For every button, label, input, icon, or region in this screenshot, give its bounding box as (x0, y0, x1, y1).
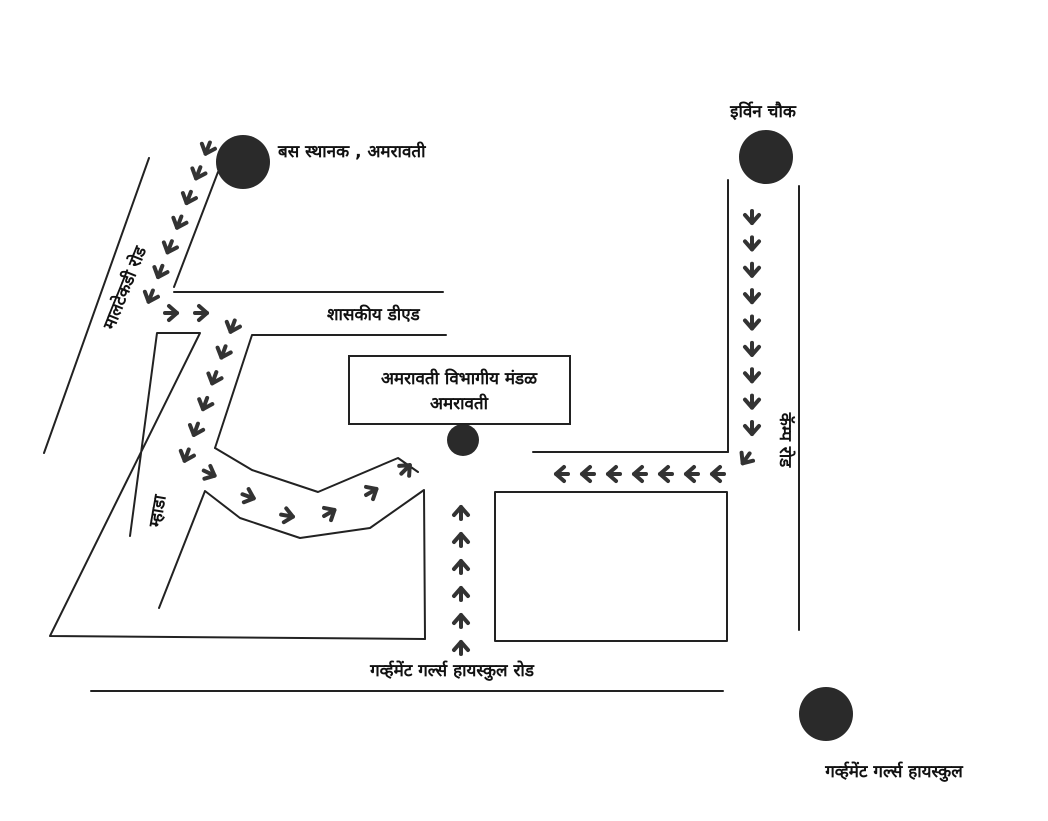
route-arrow-southwest (212, 341, 235, 362)
route-arrow-maltekdi (178, 187, 200, 208)
mhada-label: म्हाडा (145, 493, 171, 530)
road-lines (43, 157, 800, 692)
route-arrow-camp-road (743, 340, 761, 357)
mhada-curve-upper (214, 447, 419, 493)
southeast-block-outline (494, 491, 728, 642)
route-arrow-southwest (222, 316, 244, 337)
route-arrow-southwest (176, 445, 198, 466)
route-arrow-maltekdi (168, 212, 190, 233)
route-arrow-north (452, 586, 470, 602)
route-arrow-mhada-curve (198, 462, 220, 485)
govt-girls-school-label: गर्व्हमेंट गर्ल्स हायस्कुल (824, 761, 964, 782)
camp-road-label: कॅम्प रोड (775, 412, 796, 468)
route-arrow-maltekdi (140, 286, 162, 307)
route-arrow-southwest (203, 367, 225, 388)
route-arrow-camp-road (743, 235, 761, 252)
girls-school-road-label: गर्व्हमेंट गर्ल्स हायस्कुल रोड (369, 660, 535, 681)
maltekdi-road-outer-edge (43, 157, 150, 454)
route-arrow-north (452, 532, 470, 548)
route-arrow-west (554, 465, 570, 483)
route-arrow-maltekdi (197, 138, 219, 159)
divisional-board-marker[interactable] (447, 424, 479, 456)
govt-girls-school-marker[interactable] (799, 687, 853, 741)
route-arrow-maltekdi (159, 236, 181, 257)
divisional-board-label-line2: अमरावती (430, 393, 489, 414)
route-arrow-east-turn (163, 304, 179, 322)
route-arrow-west (658, 465, 674, 483)
route-arrow-camp-road (743, 261, 761, 278)
route-arrow-camp-turn (734, 447, 758, 470)
route-arrow-north (452, 505, 470, 521)
route-arrow-west (684, 465, 700, 483)
route-arrow-southwest (194, 393, 216, 414)
divisional-board-label-line1: अमरावती विभागीय मंडळ (381, 368, 538, 389)
irwin-chowk-marker[interactable] (739, 130, 793, 184)
route-arrow-camp-road (743, 393, 761, 410)
divisional-board-box (348, 355, 571, 425)
bus-stand-marker[interactable] (216, 135, 270, 189)
route-arrow-west (632, 465, 648, 483)
ded-road-lower-edge (214, 334, 447, 449)
route-arrow-west (606, 465, 622, 483)
route-arrow-maltekdi (187, 162, 209, 183)
maltekdi-road-label: मालटेकडी रोड (98, 243, 151, 334)
route-arrow-mhada-curve (238, 485, 259, 507)
route-arrow-east-turn (193, 304, 209, 322)
route-arrow-southwest (185, 419, 207, 440)
route-arrow-mhada-curve (360, 480, 382, 504)
route-arrow-camp-road (743, 288, 761, 305)
irwin-chowk-label: इर्विन चौक (729, 101, 797, 122)
route-arrow-maltekdi (149, 261, 171, 282)
route-arrow-camp-road (743, 209, 761, 225)
route-arrow-north (452, 559, 470, 575)
mhada-curve-lower (158, 489, 426, 640)
maltekdi-road-inner-edge (173, 171, 219, 288)
route-arrow-mhada-curve (277, 505, 297, 526)
ded-road-label: शासकीय डीएड (327, 304, 421, 325)
route-arrow-camp-road (743, 314, 761, 331)
route-arrow-west (710, 465, 726, 483)
route-arrow-mhada-curve (318, 501, 340, 525)
west-block-outline (49, 332, 426, 640)
route-arrow-west (580, 465, 596, 483)
route-arrow-north (452, 640, 470, 656)
route-arrow-north (452, 613, 470, 629)
route-arrow-camp-road (743, 367, 761, 384)
bus-stand-label: बस स्थानक , अमरावती (277, 141, 426, 162)
route-arrow-camp-road (743, 420, 761, 436)
